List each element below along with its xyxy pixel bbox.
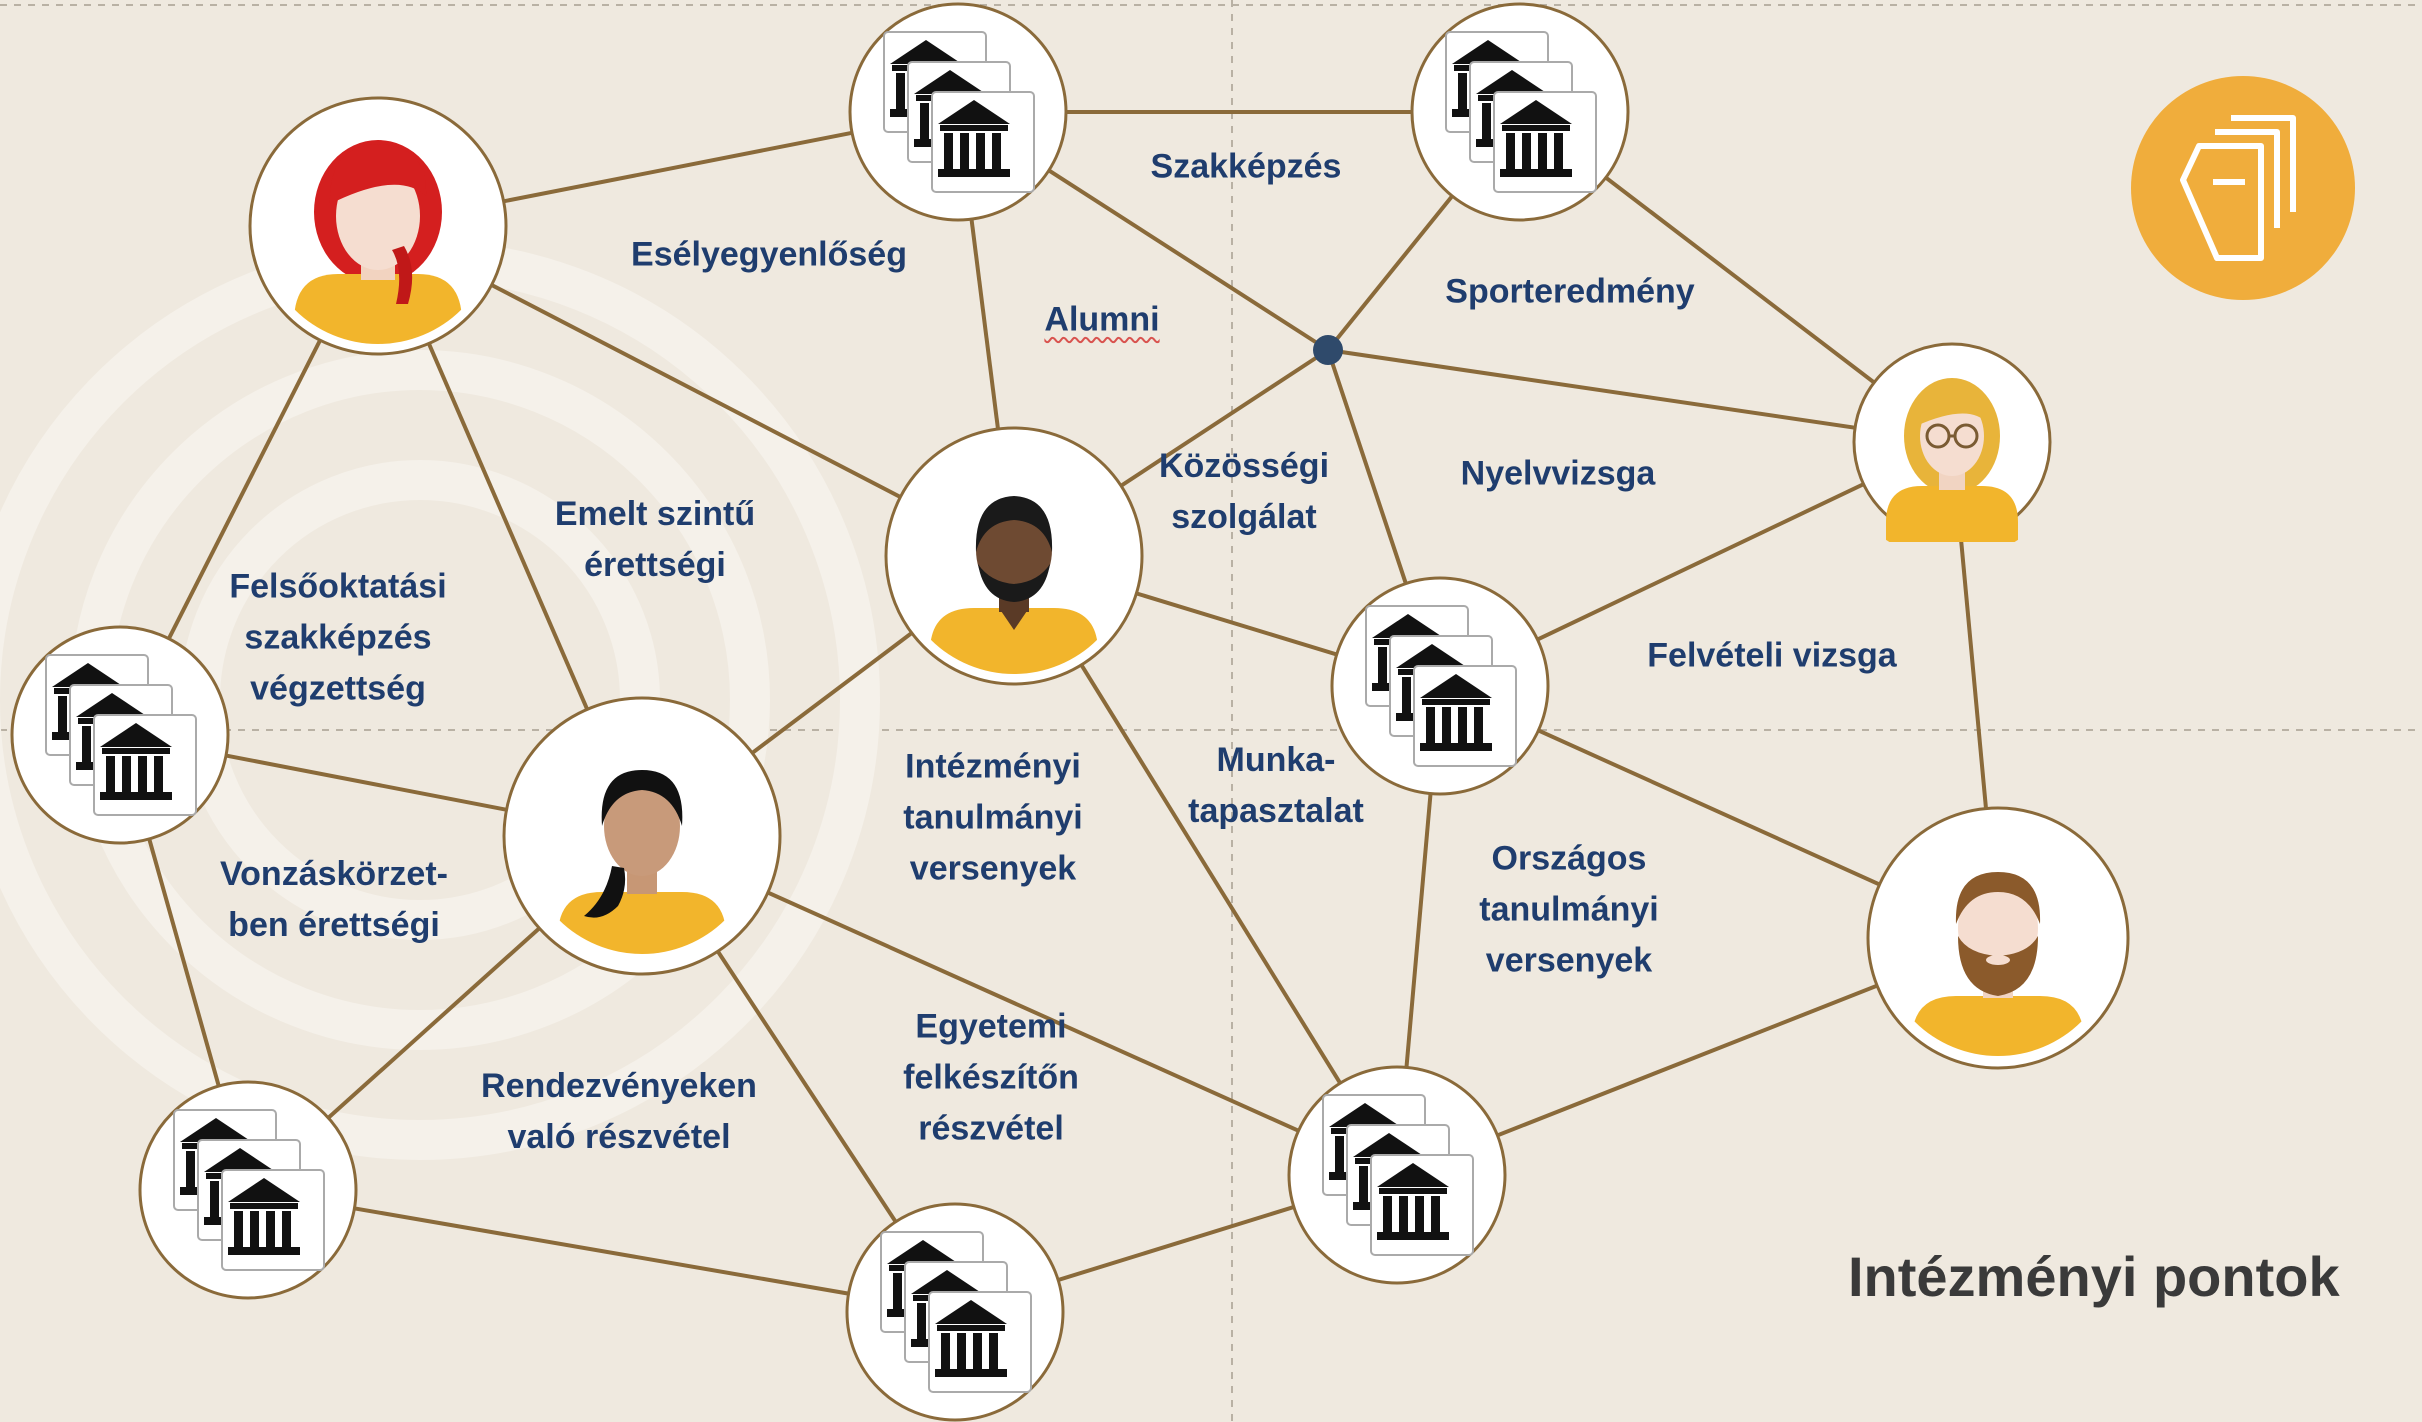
institution-node-top-1[interactable] <box>848 2 1068 222</box>
man-beard-avatar-icon <box>1912 872 2084 1056</box>
person-node-red-hair[interactable] <box>248 96 508 356</box>
page-title: Intézményi pontok <box>1848 1245 2340 1308</box>
label-emelt-szintu-erettsegi: Emelt szintű érettségi <box>554 495 756 584</box>
label-vonzaskorzetben-erettsegi: Vonzáskörzet- ben érettségi <box>220 855 448 944</box>
label-orszagos-tanulmanyi-versenyek: Országos tanulmányi versenyek <box>1479 839 1659 980</box>
person-node-ponytail[interactable] <box>502 696 782 976</box>
label-felveteli-vizsga: Felvételi vizsga <box>1647 636 1897 675</box>
label-eselyegyenloseg: Esélyegyenlőség <box>631 235 907 274</box>
institution-node-left[interactable] <box>10 625 230 845</box>
institution-node-bottom-right[interactable] <box>1287 1065 1507 1285</box>
label-rendezvenyeken-valo-reszvetel: Rendezvényeken való részvétel <box>481 1067 757 1156</box>
person-node-dark-beard[interactable] <box>884 426 1144 686</box>
label-egyetemi-felkeszitor-reszvetel: Egyetemi felkészítőn részvétel <box>903 1007 1079 1148</box>
institution-node-bottom-center[interactable] <box>845 1202 1065 1422</box>
institution-node-center[interactable] <box>1330 576 1550 796</box>
label-szakkepzes: Szakképzés <box>1150 147 1342 186</box>
documents-badge <box>2131 76 2355 300</box>
documents-icon <box>2180 115 2296 261</box>
woman-glasses-avatar-icon <box>1886 378 2018 542</box>
institution-node-bottom-left[interactable] <box>138 1080 358 1300</box>
link-hub-to-person-glasses <box>1327 348 1953 444</box>
link-inst-bottom-left-to-inst-bottom-center <box>247 1188 956 1314</box>
hub-dot-icon <box>1313 335 1343 365</box>
label-sporteredmeny: Sporteredmény <box>1445 272 1695 311</box>
woman-red-hair-avatar-icon <box>294 140 462 344</box>
label-kozossegi-szolgalat: Közösségi szolgálat <box>1158 447 1330 536</box>
label-felsooktatasi-szakkepzes: Felsőoktatási szakképzés végzettség <box>229 567 447 708</box>
label-munkatapasztalat: Munka- tapasztalat <box>1188 741 1364 830</box>
institution-node-top-2[interactable] <box>1410 2 1630 222</box>
label-alumni: Alumni <box>1044 300 1160 339</box>
man-dark-skin-avatar-icon <box>930 496 1098 674</box>
woman-ponytail-avatar-icon <box>558 770 726 954</box>
person-node-glasses[interactable] <box>1852 342 2052 542</box>
person-node-beard[interactable] <box>1866 806 2130 1070</box>
label-intezmenyi-tanulmanyi-versenyek: Intézményi tanulmányi versenyek <box>903 747 1083 888</box>
label-nyelvvizsga: Nyelvvizsga <box>1460 454 1656 493</box>
